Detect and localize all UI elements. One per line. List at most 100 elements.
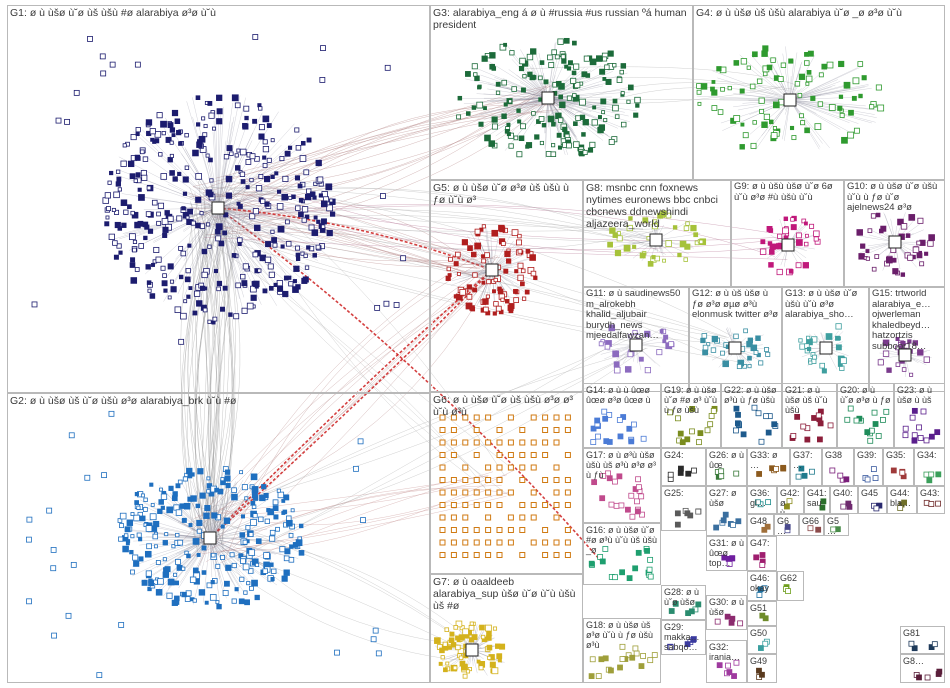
node <box>231 562 237 569</box>
node <box>469 621 474 626</box>
node <box>757 586 764 593</box>
edge <box>495 97 549 137</box>
node <box>244 115 249 121</box>
edge <box>789 99 821 148</box>
node <box>603 118 608 123</box>
node <box>872 421 879 427</box>
node <box>514 269 519 274</box>
node <box>145 570 152 577</box>
node <box>679 439 686 446</box>
node <box>445 661 450 666</box>
node <box>819 362 825 369</box>
node <box>240 179 246 184</box>
node <box>629 513 636 520</box>
node <box>553 414 560 421</box>
node <box>667 471 674 478</box>
node <box>122 545 129 553</box>
node <box>607 241 613 248</box>
node <box>181 206 186 211</box>
node <box>810 95 816 101</box>
node <box>192 538 200 545</box>
node <box>935 500 941 507</box>
node <box>564 477 571 483</box>
node <box>446 266 452 272</box>
node <box>455 644 461 651</box>
node <box>172 176 178 182</box>
node <box>259 254 267 262</box>
node <box>644 547 650 554</box>
node <box>169 170 175 176</box>
edge <box>245 178 786 254</box>
node <box>216 118 223 125</box>
node <box>170 286 177 293</box>
hub-node <box>819 341 833 355</box>
node <box>482 298 489 305</box>
node <box>51 632 58 639</box>
node <box>519 552 526 558</box>
edge <box>196 490 211 539</box>
node <box>467 245 473 252</box>
node <box>481 258 487 264</box>
node <box>462 673 468 679</box>
node <box>759 552 766 558</box>
node <box>450 414 457 421</box>
node <box>187 243 192 248</box>
node <box>213 268 218 274</box>
node <box>450 642 457 648</box>
node <box>545 151 552 157</box>
node <box>222 590 229 596</box>
node <box>530 539 537 546</box>
node <box>928 471 935 478</box>
node <box>501 113 507 119</box>
node <box>289 544 294 549</box>
node <box>304 193 312 201</box>
node <box>501 79 507 86</box>
node <box>65 612 72 619</box>
edge <box>547 97 564 147</box>
node <box>911 407 918 414</box>
node <box>602 56 608 62</box>
node <box>519 527 526 533</box>
node <box>283 555 290 562</box>
node <box>608 324 616 332</box>
edge <box>209 496 259 539</box>
node <box>282 509 288 515</box>
node <box>174 118 181 124</box>
node <box>835 335 840 341</box>
node <box>301 277 308 284</box>
node <box>530 414 537 421</box>
node <box>145 119 153 126</box>
node <box>581 132 586 137</box>
hub-node <box>203 531 217 545</box>
node <box>559 101 566 109</box>
node <box>710 347 717 353</box>
node <box>591 479 598 486</box>
node <box>513 288 518 294</box>
node <box>280 244 285 249</box>
node <box>557 117 564 123</box>
node <box>286 519 293 527</box>
node <box>325 183 333 191</box>
node <box>495 90 501 95</box>
node <box>483 306 489 313</box>
node <box>923 471 930 478</box>
node <box>693 232 699 238</box>
node <box>628 492 635 499</box>
node <box>439 502 446 508</box>
node <box>148 580 155 587</box>
node <box>196 553 201 557</box>
node <box>465 669 471 674</box>
node <box>740 58 748 65</box>
node <box>935 471 942 478</box>
node <box>287 275 292 280</box>
edge <box>460 97 549 99</box>
node <box>685 470 692 477</box>
node <box>192 310 198 316</box>
node <box>238 598 245 605</box>
node <box>758 97 765 104</box>
node <box>638 493 645 500</box>
edge <box>789 85 869 101</box>
node <box>473 502 480 508</box>
node <box>923 356 930 363</box>
node <box>262 139 268 145</box>
